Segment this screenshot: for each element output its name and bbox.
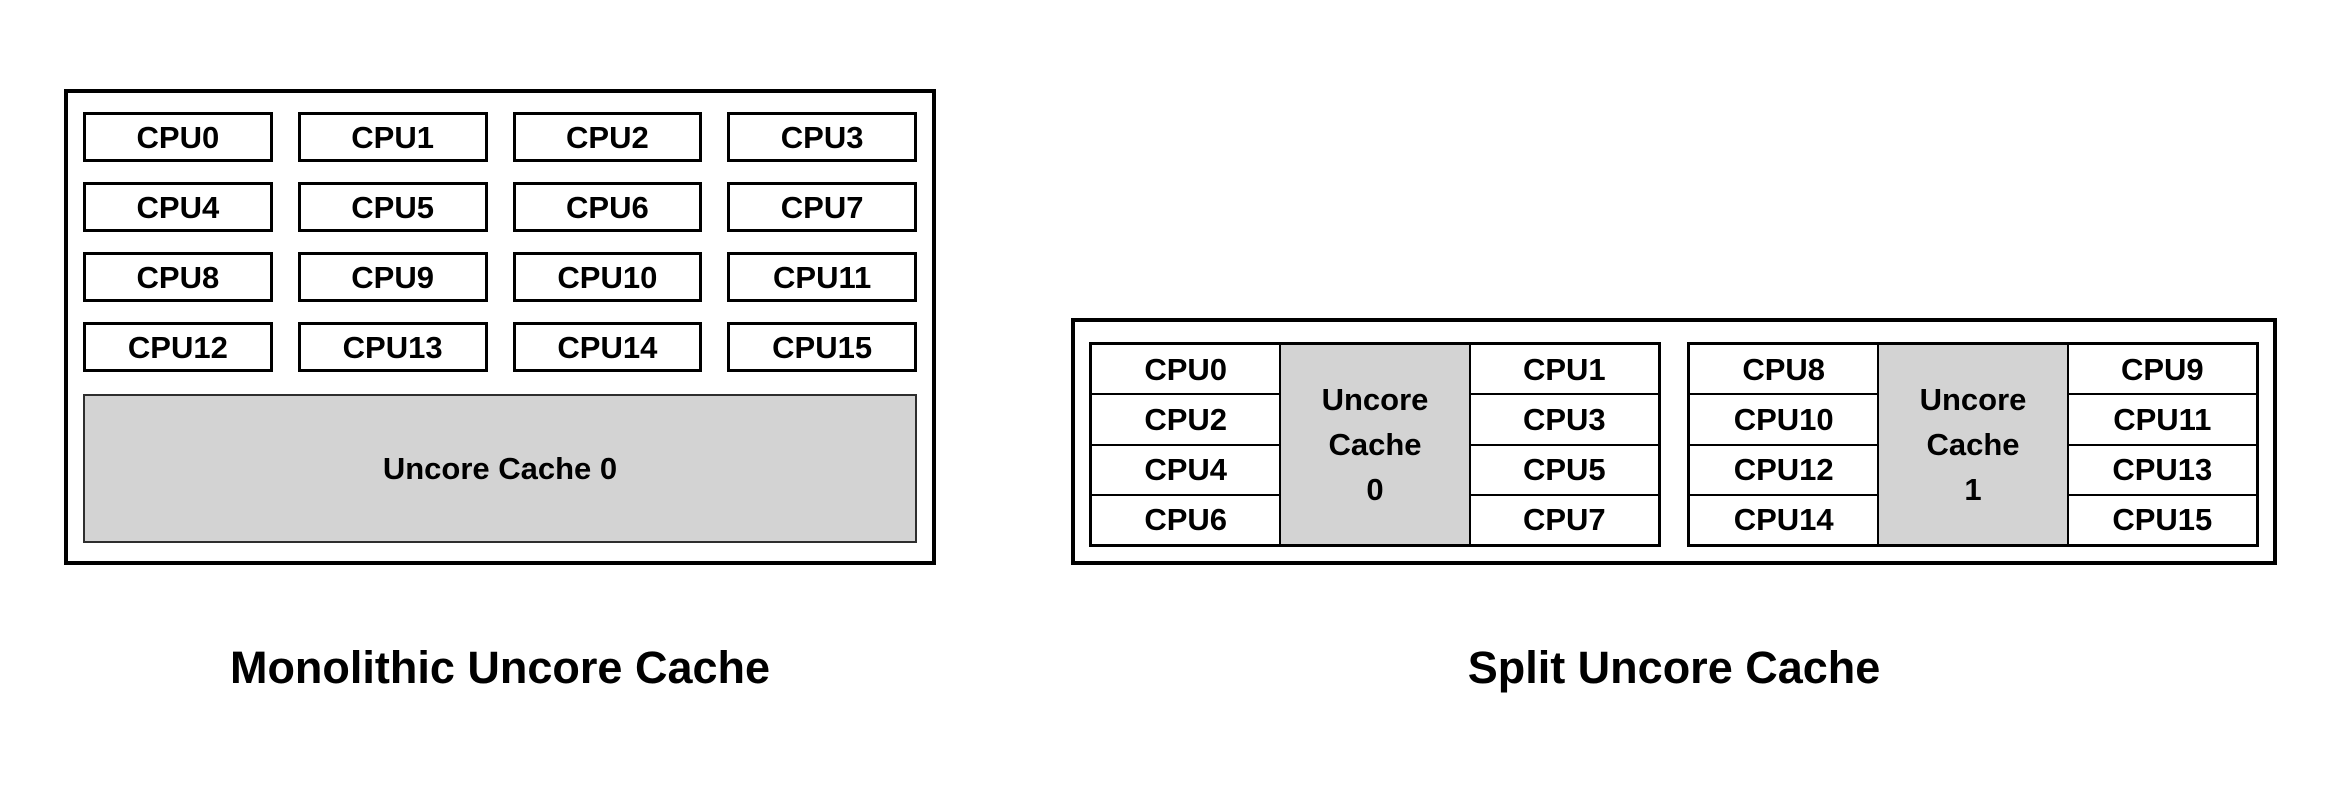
cpu-box-12: CPU12	[83, 322, 273, 372]
cpu-box-5: CPU5	[297, 182, 488, 232]
cpu-cell: CPU0	[1092, 345, 1280, 396]
cpu-box-10: CPU10	[512, 252, 703, 302]
cpu-box-1: CPU1	[297, 112, 488, 162]
cpu-cell: CPU12	[1690, 445, 1878, 496]
cpu-box-7: CPU7	[727, 182, 917, 232]
cpu-box-0: CPU0	[83, 112, 273, 162]
cache-cluster-1: CPU8 CPU10 CPU12 CPU14 Uncore Cache 1 CP…	[1687, 342, 2259, 547]
split-caption: Split Uncore Cache	[1467, 642, 1881, 693]
cluster-1-left-column: CPU8 CPU10 CPU12 CPU14	[1690, 345, 1878, 544]
cache-label-line: Cache	[1328, 427, 1422, 462]
cpu-cell: CPU10	[1690, 395, 1878, 446]
cpu-box-2: CPU2	[512, 112, 703, 162]
cluster-0-left-column: CPU0 CPU2 CPU4 CPU6	[1092, 345, 1280, 544]
cpu-box-4: CPU4	[83, 182, 273, 232]
cpu-cell: CPU6	[1092, 495, 1280, 544]
monolithic-caption: Monolithic Uncore Cache	[229, 642, 771, 693]
cpu-box-6: CPU6	[512, 182, 703, 232]
split-diagram: CPU0 CPU2 CPU4 CPU6 Uncore Cache 0 CPU1 …	[1071, 318, 2277, 565]
cache-label-line: Uncore	[1321, 382, 1429, 417]
cpu-cell: CPU7	[1470, 495, 1658, 544]
cpu-cell: CPU15	[2068, 495, 2256, 544]
cpu-box-13: CPU13	[297, 322, 488, 372]
cpu-cell: CPU14	[1690, 495, 1878, 544]
uncore-cache-0-cell: Uncore Cache 0	[1279, 345, 1471, 544]
cpu-cell: CPU1	[1470, 345, 1658, 396]
monolithic-cpu-grid: CPU0 CPU1 CPU2 CPU3 CPU4 CPU5 CPU6 CPU7 …	[83, 112, 917, 372]
cpu-cell: CPU11	[2068, 395, 2256, 446]
cluster-0-right-column: CPU1 CPU3 CPU5 CPU7	[1470, 345, 1658, 544]
cpu-box-11: CPU11	[727, 252, 917, 302]
cpu-cell: CPU5	[1470, 445, 1658, 496]
cpu-box-8: CPU8	[83, 252, 273, 302]
cpu-box-14: CPU14	[512, 322, 703, 372]
cache-label-line: 0	[1366, 472, 1384, 507]
uncore-cache-0-bar: Uncore Cache 0	[83, 394, 917, 543]
cache-label-line: Cache	[1926, 427, 2020, 462]
cpu-cell: CPU2	[1092, 395, 1280, 446]
cpu-box-15: CPU15	[727, 322, 917, 372]
cluster-1-right-column: CPU9 CPU11 CPU13 CPU15	[2068, 345, 2256, 544]
cpu-box-3: CPU3	[727, 112, 917, 162]
cpu-cell: CPU4	[1092, 445, 1280, 496]
cpu-cell: CPU8	[1690, 345, 1878, 396]
cache-label-line: Uncore	[1919, 382, 2027, 417]
cpu-cell: CPU9	[2068, 345, 2256, 396]
cpu-box-9: CPU9	[297, 252, 488, 302]
uncore-cache-1-cell: Uncore Cache 1	[1877, 345, 2069, 544]
cpu-cell: CPU3	[1470, 395, 1658, 446]
cache-cluster-0: CPU0 CPU2 CPU4 CPU6 Uncore Cache 0 CPU1 …	[1089, 342, 1661, 547]
monolithic-diagram: CPU0 CPU1 CPU2 CPU3 CPU4 CPU5 CPU6 CPU7 …	[64, 89, 936, 565]
cache-label-line: 1	[1964, 472, 1982, 507]
cpu-cell: CPU13	[2068, 445, 2256, 496]
